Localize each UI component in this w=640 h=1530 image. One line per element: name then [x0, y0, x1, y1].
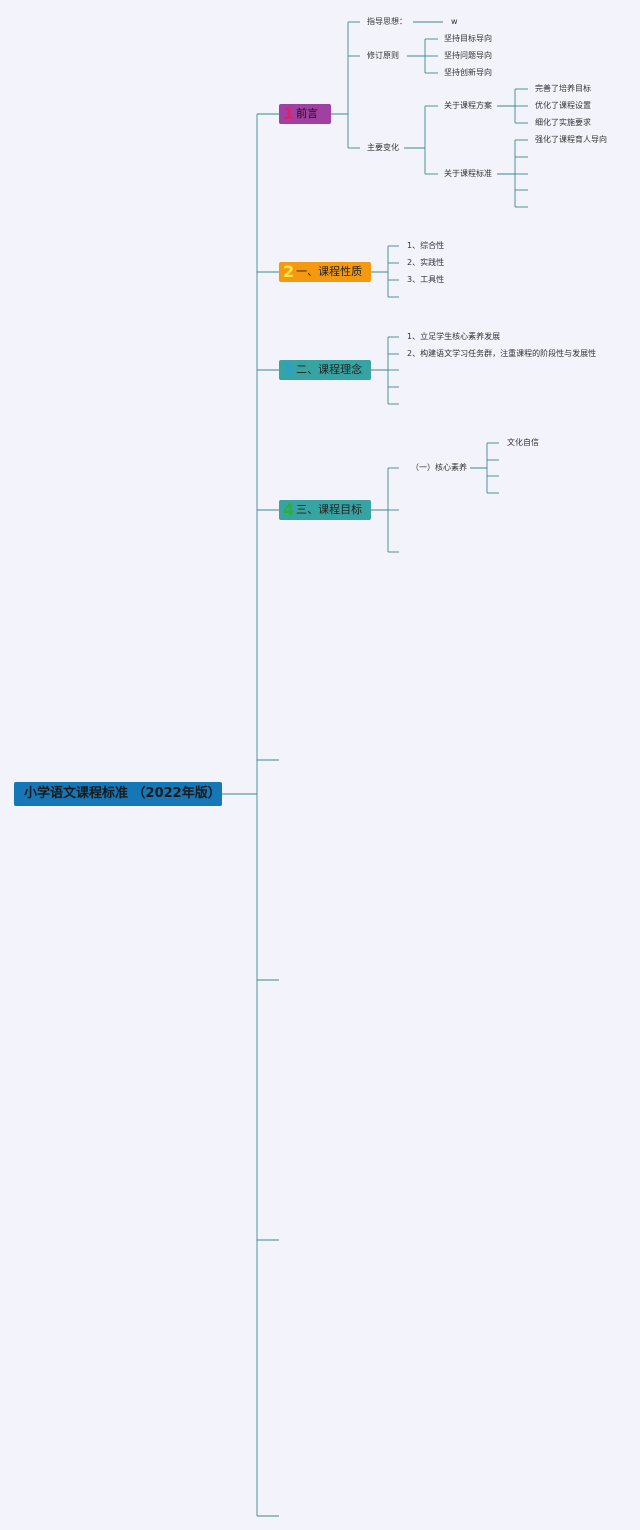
course-standard-item[interactable]: 强化了课程育人导向 [535, 135, 607, 144]
main-changes-label[interactable]: 主要变化 [367, 143, 399, 152]
root-topic[interactable]: 小学语文课程标准 （2022年版） [14, 782, 222, 806]
core-literacy-item[interactable]: 文化自信 [507, 438, 539, 447]
section-label: 一、课程性质 [296, 265, 363, 278]
section-number: 4 [283, 500, 295, 519]
section-number: 3 [283, 360, 295, 379]
section-number: 2 [283, 262, 295, 281]
guiding-thought-label[interactable]: 指导思想： [367, 17, 407, 26]
revision-item[interactable]: 坚持创新导向 [444, 68, 492, 77]
section-number: 1 [283, 104, 295, 123]
revision-principles-label[interactable]: 修订原则 [367, 51, 399, 60]
course-plan-item[interactable]: 优化了课程设置 [535, 101, 591, 110]
section-label: 三、课程目标 [296, 503, 363, 516]
revision-item[interactable]: 坚持问题导向 [444, 51, 492, 60]
philosophy-item[interactable]: 1、立足学生核心素养发展 [407, 332, 501, 341]
course-plan-item[interactable]: 完善了培养目标 [535, 84, 591, 93]
section-label: 二、课程理念 [296, 363, 363, 376]
core-literacy-label[interactable]: （一）核心素养 [411, 463, 467, 472]
course-plan-label[interactable]: 关于课程方案 [444, 101, 492, 110]
nature-item[interactable]: 2、实践性 [407, 258, 445, 267]
guiding-thought-value[interactable]: w [451, 17, 458, 26]
revision-item[interactable]: 坚持目标导向 [444, 34, 492, 43]
root-title: 小学语文课程标准 （2022年版） [24, 786, 221, 801]
course-plan-item[interactable]: 细化了实施要求 [535, 118, 591, 127]
philosophy-item[interactable]: 2、构建语文学习任务群，注重课程的阶段性与发展性 [407, 349, 597, 358]
nature-item[interactable]: 3、工具性 [407, 275, 445, 284]
nature-item[interactable]: 1、综合性 [407, 241, 445, 250]
section-label: 前言 [296, 107, 319, 120]
course-standard-label[interactable]: 关于课程标准 [444, 169, 492, 178]
